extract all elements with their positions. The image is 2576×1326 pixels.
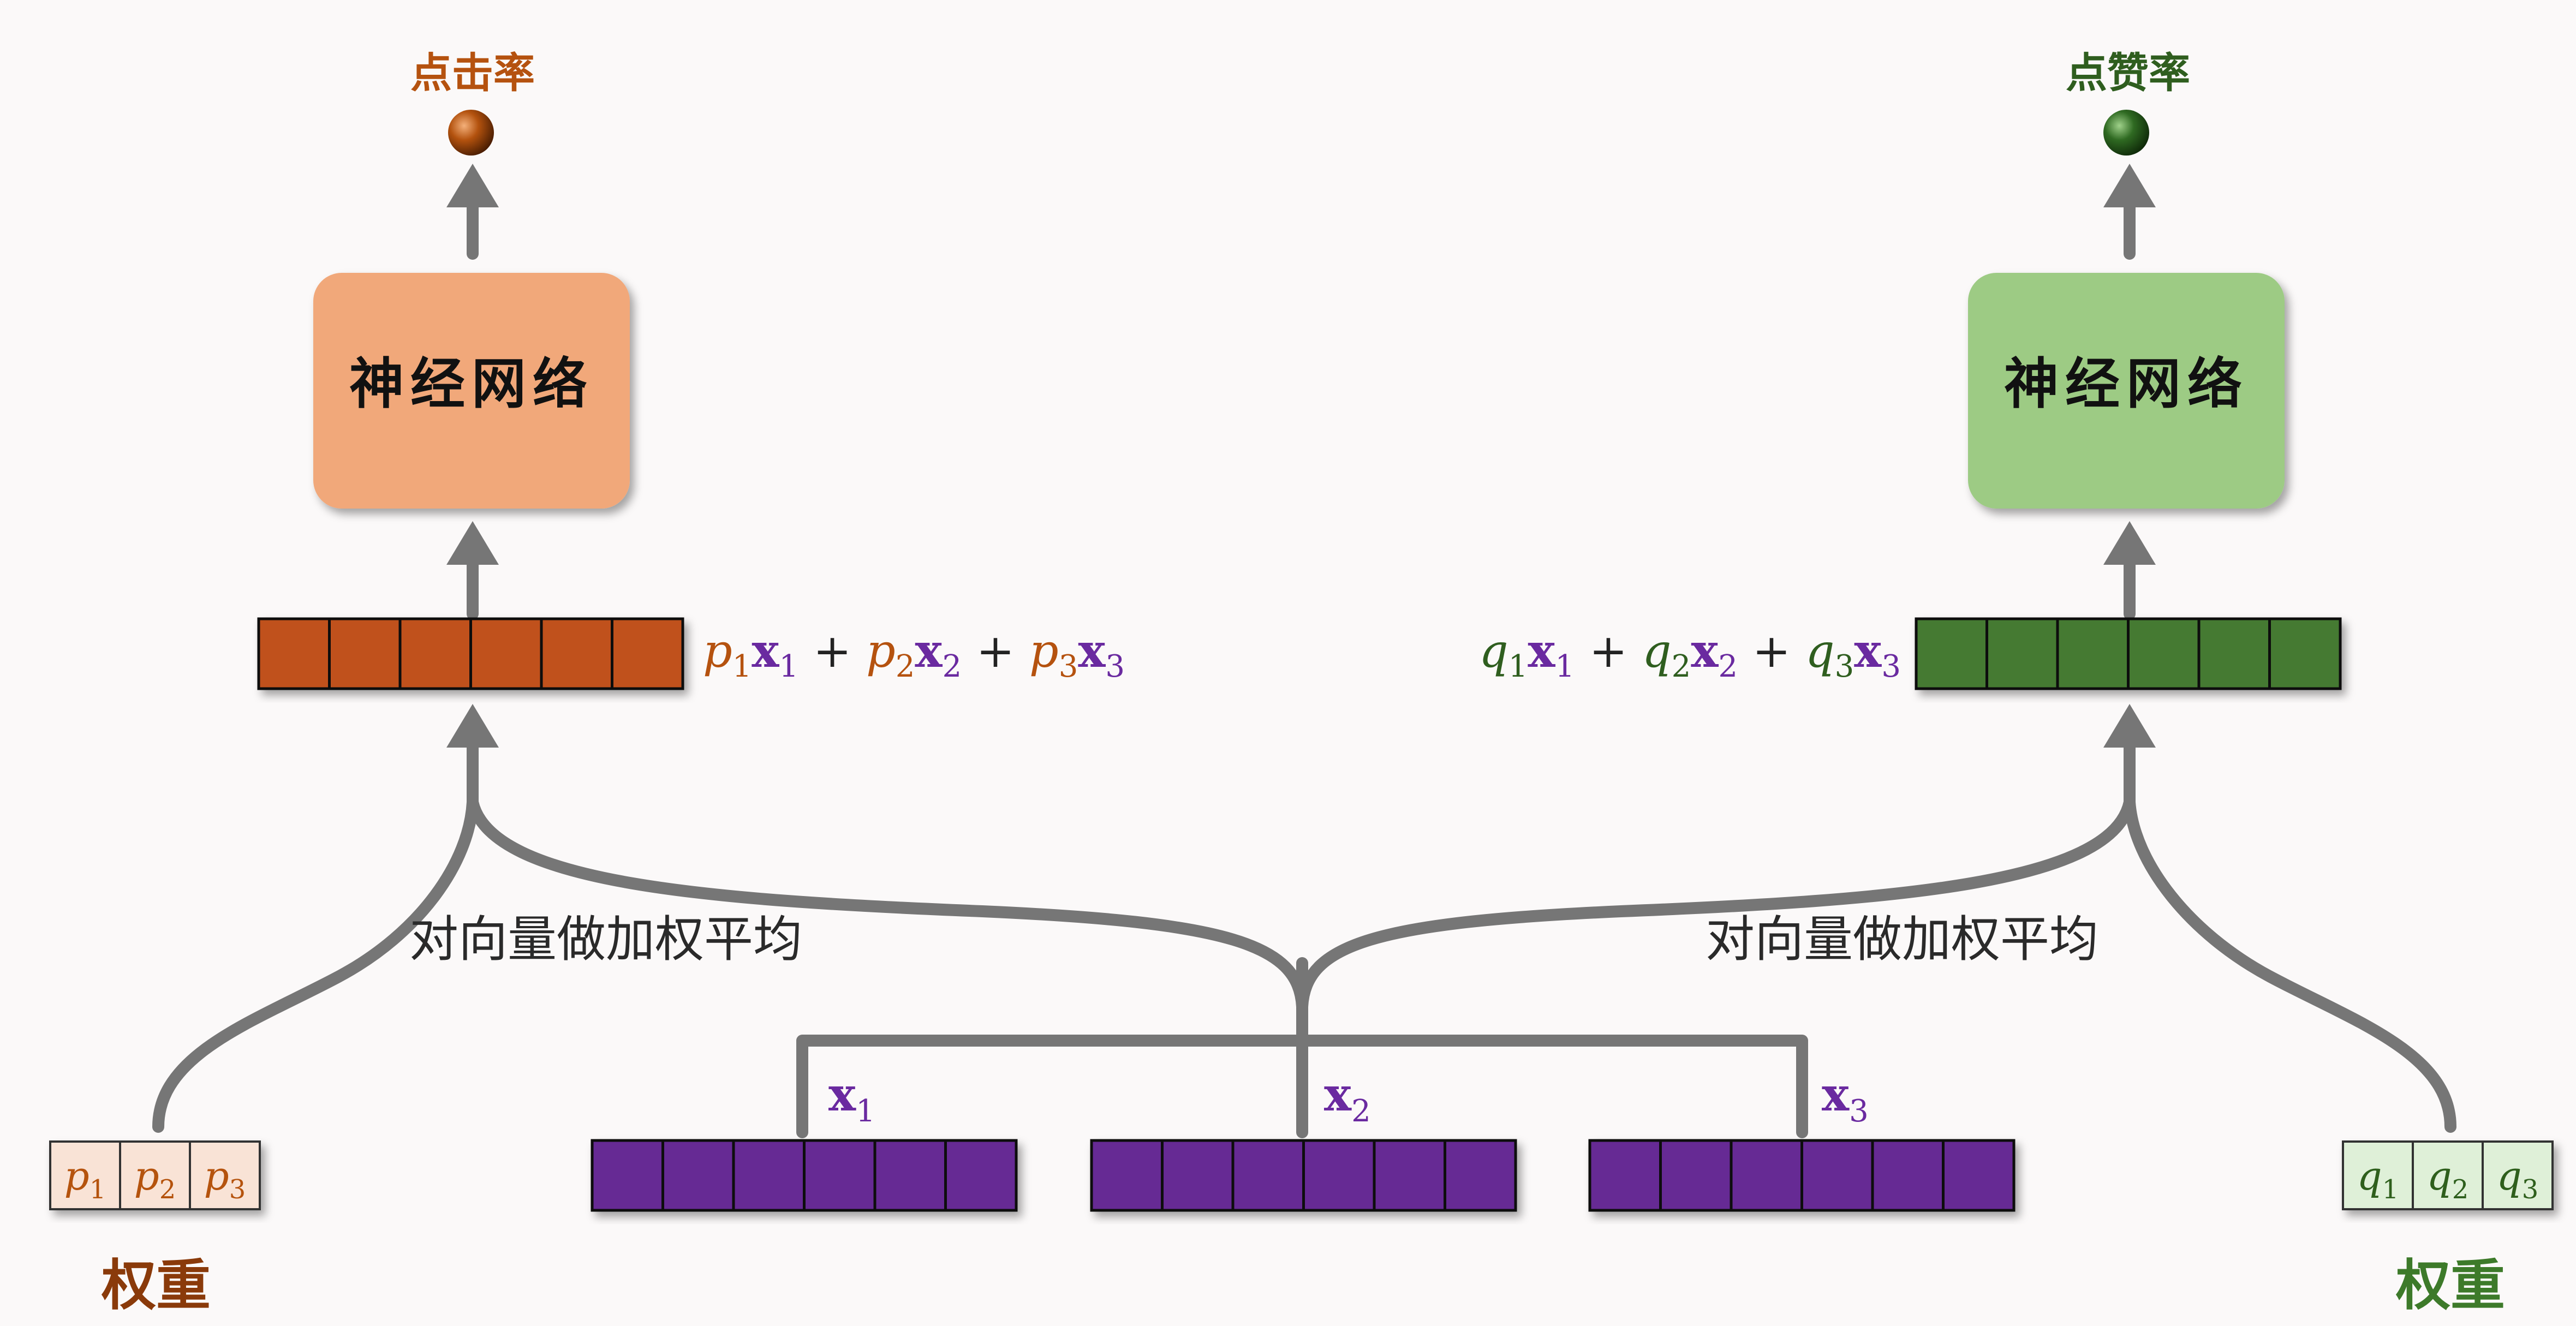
input-vector-3-cell <box>1871 1139 1945 1212</box>
right-vector-cell <box>1985 617 2059 690</box>
right-weight-cell-3 <box>2482 1140 2554 1210</box>
right-arrowhead-vector <box>2103 704 2156 748</box>
input-vector-2-cell <box>1090 1139 1164 1212</box>
right-output-node <box>2103 110 2149 156</box>
input-vector-3-cell <box>1800 1139 1874 1212</box>
left-vector <box>257 617 684 690</box>
arrowheads <box>446 164 2156 748</box>
input-vector-1-cell <box>732 1139 806 1212</box>
input-vector-3 <box>1588 1139 2016 1212</box>
input-vector-2-cell <box>1231 1139 1305 1212</box>
input-vector-1-cell <box>873 1139 947 1212</box>
input-vector-1 <box>591 1139 1018 1212</box>
right-vector-cell <box>2268 617 2342 690</box>
left-weights-curve <box>152 796 479 1133</box>
right-vector-cell <box>2056 617 2130 690</box>
right-aggregated-vector <box>1915 617 2342 690</box>
right-vector-cell <box>2197 617 2271 690</box>
right-weights-curve <box>2124 796 2456 1133</box>
input-vector-2 <box>1090 1139 1517 1212</box>
right-inputs-curve <box>1296 796 2136 1013</box>
input-vector-labels: x1 x2 x3 <box>828 1067 1869 1129</box>
input-vector-3-cell <box>1659 1139 1733 1212</box>
input-vector-2-cell <box>1302 1139 1376 1212</box>
input-vector-3 <box>1588 1139 2016 1212</box>
input-vectors <box>591 1139 2016 1212</box>
right-vector <box>1915 617 2342 690</box>
input-vector-3-cell <box>1730 1139 1803 1212</box>
left-output-label: 点击率 <box>410 49 535 97</box>
right-output-label: 点赞率 <box>2066 49 2190 97</box>
input-label-x3: x3 <box>1822 1067 1869 1129</box>
right-weight-cell-1 <box>2342 1140 2414 1210</box>
right-weight-label-2: q2 <box>2427 1153 2469 1205</box>
left-weights-caption: 权重 <box>101 1253 211 1317</box>
input-vector-1 <box>591 1139 1018 1212</box>
left-weight-boxes: p1 p2 p3 <box>49 1140 261 1210</box>
left-arrowhead-network <box>446 521 499 565</box>
right-weight-label-3: q3 <box>2497 1153 2539 1205</box>
right-network-box <box>1968 273 2285 509</box>
left-weighted-sum-formula: p1x1 + p2x2 + p3x3 <box>703 624 1125 684</box>
left-network-label: 神经网络 <box>349 351 594 416</box>
input-vector-1-cell <box>591 1139 664 1212</box>
input-label-x2: x2 <box>1324 1067 1371 1129</box>
input-vector-2 <box>1090 1139 1517 1212</box>
left-vector-cell <box>540 617 613 690</box>
input-vector-3-cell <box>1588 1139 1662 1212</box>
right-weight-label-1: q1 <box>2357 1153 2399 1205</box>
input-vector-2-cell <box>1444 1139 1517 1212</box>
left-vector-cell <box>469 617 543 690</box>
right-vector-cell <box>2127 617 2201 690</box>
input-label-x1: x1 <box>828 1067 875 1129</box>
right-weighted-sum-formula: q1x1 + q2x2 + q3x3 <box>1479 624 1901 684</box>
connector-lines <box>152 182 2456 1138</box>
left-vector-cell <box>398 617 472 690</box>
left-inputs-curve <box>467 796 1308 1013</box>
right-weights-caption: 权重 <box>2395 1253 2505 1317</box>
left-weight-label-1: p1 <box>64 1153 106 1205</box>
input-vector-2-cell <box>1161 1139 1235 1212</box>
right-vector-cell <box>1915 617 1988 690</box>
right-arrowhead-network <box>2103 521 2156 565</box>
right-weight-boxes: q1 q2 q3 <box>2342 1140 2554 1210</box>
left-weight-cell-2 <box>119 1140 191 1210</box>
left-aggregated-vector <box>257 617 684 690</box>
left-weight-label-3: p3 <box>204 1153 246 1205</box>
input-vector-1-cell <box>661 1139 735 1212</box>
left-vector-cell <box>611 617 684 690</box>
left-network-box <box>313 273 630 509</box>
input-vector-1-cell <box>803 1139 876 1212</box>
right-network-label: 神经网络 <box>2004 351 2249 416</box>
right-weighted-average-label: 对向量做加权平均 <box>1706 911 2098 968</box>
right-arrowhead-output <box>2103 164 2156 207</box>
left-weight-cell-3 <box>189 1140 261 1210</box>
left-vector-cell <box>257 617 331 690</box>
input-vector-2-cell <box>1373 1139 1446 1212</box>
left-weight-label-2: p2 <box>134 1153 176 1205</box>
left-arrowhead-vector <box>446 704 499 748</box>
left-weighted-average-label: 对向量做加权平均 <box>409 911 802 968</box>
left-arrowhead-output <box>446 164 499 207</box>
left-output-node <box>448 110 494 156</box>
left-vector-cell <box>328 617 402 690</box>
input-vector-1-cell <box>944 1139 1018 1212</box>
input-vector-3-cell <box>1942 1139 2016 1212</box>
